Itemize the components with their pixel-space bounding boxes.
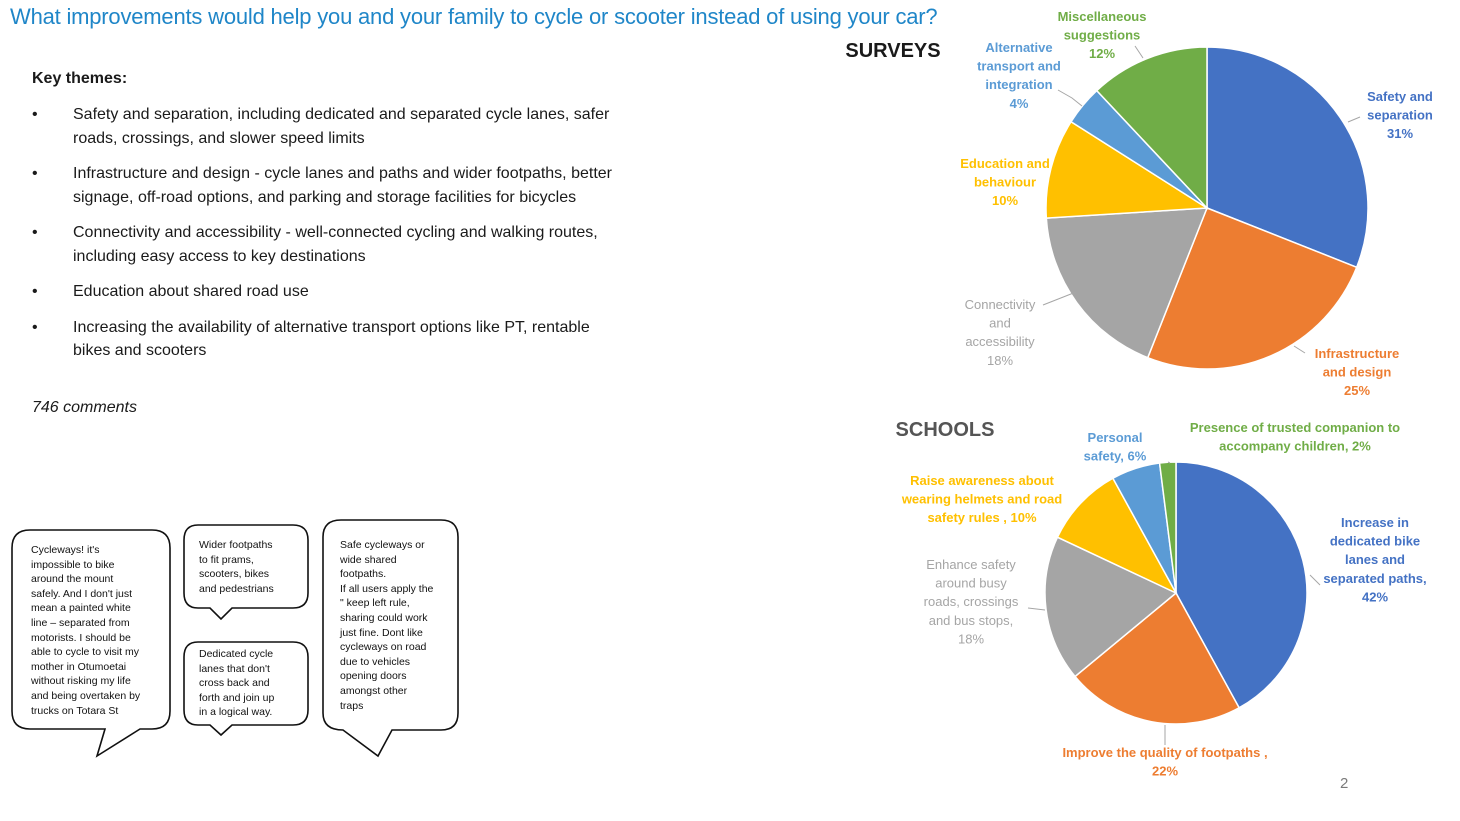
page-number: 2 bbox=[1340, 775, 1349, 792]
leader-line bbox=[1042, 291, 1077, 306]
quote-text: Wider footpaths to fit prams, scooters, … bbox=[199, 539, 274, 595]
leader-line bbox=[1027, 607, 1046, 611]
slide-title: What improvements would help you and you… bbox=[10, 4, 938, 29]
leader-line bbox=[1167, 461, 1171, 464]
pie-slice bbox=[1146, 207, 1358, 370]
bullet: • bbox=[32, 283, 38, 300]
bullet: • bbox=[32, 224, 38, 241]
quote-text: Dedicated cycle lanes that don't cross b… bbox=[199, 648, 275, 719]
theme-item: •Connectivity and accessibility - well-c… bbox=[32, 221, 612, 268]
speech-bubble-outline bbox=[11, 529, 171, 758]
pie-slice bbox=[1045, 207, 1209, 359]
theme-item: •Education about shared road use bbox=[32, 280, 612, 304]
speech-bubble-outline bbox=[322, 519, 459, 758]
themes-list: •Safety and separation, including dedica… bbox=[32, 103, 612, 375]
leader-line bbox=[1347, 116, 1361, 123]
leader-line bbox=[1134, 45, 1144, 59]
pie-slice bbox=[1175, 461, 1308, 709]
speech-bubbles bbox=[11, 519, 459, 758]
theme-item: •Safety and separation, including dedica… bbox=[32, 103, 612, 150]
bullet: • bbox=[32, 106, 38, 123]
theme-item: •Increasing the availability of alternat… bbox=[32, 316, 612, 363]
pie-slice bbox=[1074, 591, 1241, 725]
pie-slice bbox=[1095, 46, 1208, 210]
pie-slice bbox=[1206, 46, 1369, 269]
pie-slice bbox=[1045, 120, 1210, 219]
speech-bubble-outline bbox=[183, 641, 309, 737]
key-themes-heading: Key themes: bbox=[32, 70, 128, 87]
pie-slice bbox=[1158, 461, 1177, 594]
theme-item: •Infrastructure and design - cycle lanes… bbox=[32, 162, 612, 209]
bullet: • bbox=[32, 165, 38, 182]
comment-count: 746 comments bbox=[32, 399, 137, 416]
quote-text: Cycleways! it's impossible to bike aroun… bbox=[31, 544, 141, 717]
pie-slice bbox=[1044, 536, 1178, 678]
leader-line bbox=[1293, 345, 1306, 354]
speech-bubble-outline bbox=[183, 524, 309, 621]
slice-label: Improve the quality of footpaths ,22% bbox=[1062, 745, 1267, 779]
chart-title: SURVEYS bbox=[845, 40, 940, 62]
leader-line bbox=[1057, 89, 1083, 107]
pie-slice bbox=[1056, 477, 1178, 595]
quote-text: Safe cycleways or wide shared footpaths.… bbox=[340, 539, 434, 712]
chart-title: SCHOOLS bbox=[896, 419, 995, 441]
bullet: • bbox=[32, 318, 38, 336]
leader-line bbox=[1309, 574, 1321, 586]
